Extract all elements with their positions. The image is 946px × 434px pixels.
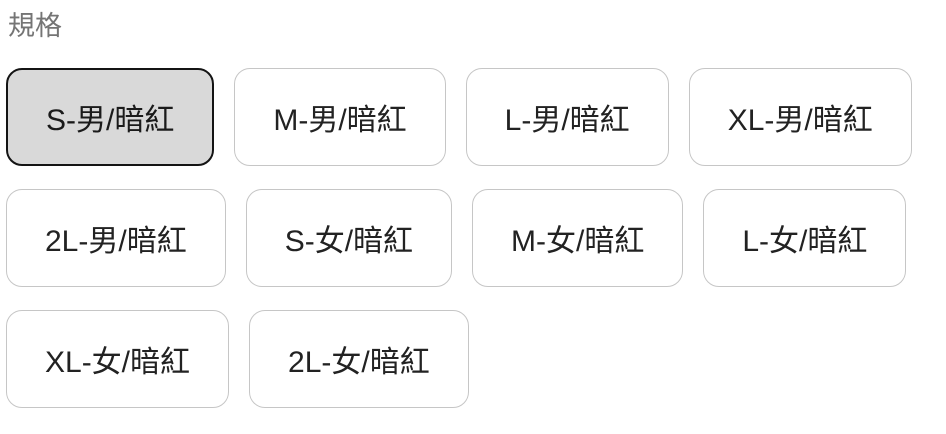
variant-option-button-4[interactable]: 2L-男/暗紅 [6,188,226,287]
variant-option-button-8[interactable]: XL-女/暗紅 [6,309,230,408]
variant-option-button-6[interactable]: M-女/暗紅 [472,188,684,287]
variant-option-button-3[interactable]: XL-男/暗紅 [688,67,912,166]
variant-option-button-9[interactable]: 2L-女/暗紅 [249,309,469,408]
variant-option-button-7[interactable]: L-女/暗紅 [703,188,907,287]
variant-option-button-1[interactable]: M-男/暗紅 [234,67,446,166]
spec-section-label: 規格 [8,11,62,41]
variant-option-button-0[interactable]: S-男/暗紅 [6,67,215,166]
variant-option-button-2[interactable]: L-男/暗紅 [465,67,669,166]
variant-option-button-5[interactable]: S-女/暗紅 [245,188,453,287]
